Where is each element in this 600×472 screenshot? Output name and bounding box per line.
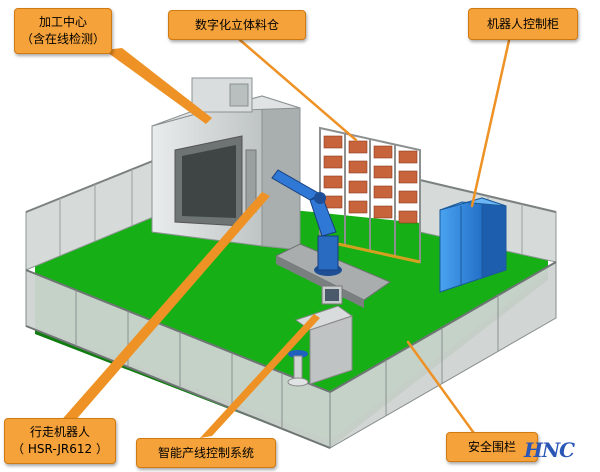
- label-machining-center-line1: 加工中心: [38, 15, 87, 29]
- walking-robot: [271, 169, 392, 308]
- robot-control-cabinet: [439, 197, 507, 293]
- label-walking-robot-line2: （ HSR-JR612 ）: [12, 442, 108, 456]
- label-machining-center: 加工中心 （含在线检测）: [14, 8, 112, 54]
- leader-lines: [58, 34, 512, 438]
- machining-center: [151, 77, 301, 251]
- label-line-control: 智能产线控制系统: [136, 438, 276, 468]
- label-robot-cabinet-text: 机器人控制柜: [486, 16, 559, 31]
- label-machining-center-line2: （含在线检测）: [20, 32, 105, 46]
- label-digital-warehouse-text: 数字化立体料仓: [194, 17, 279, 32]
- label-safety-fence: 安全围栏: [446, 432, 538, 462]
- label-line-control-text: 智能产线控制系统: [157, 445, 254, 460]
- label-walking-robot-line1: 行走机器人: [29, 425, 90, 439]
- label-digital-warehouse: 数字化立体料仓: [168, 10, 306, 40]
- brand-logo: HNC: [524, 438, 575, 462]
- label-safety-fence-text: 安全围栏: [467, 439, 516, 454]
- label-robot-cabinet: 机器人控制柜: [468, 8, 578, 40]
- label-walking-robot: 行走机器人 （ HSR-JR612 ）: [4, 418, 116, 464]
